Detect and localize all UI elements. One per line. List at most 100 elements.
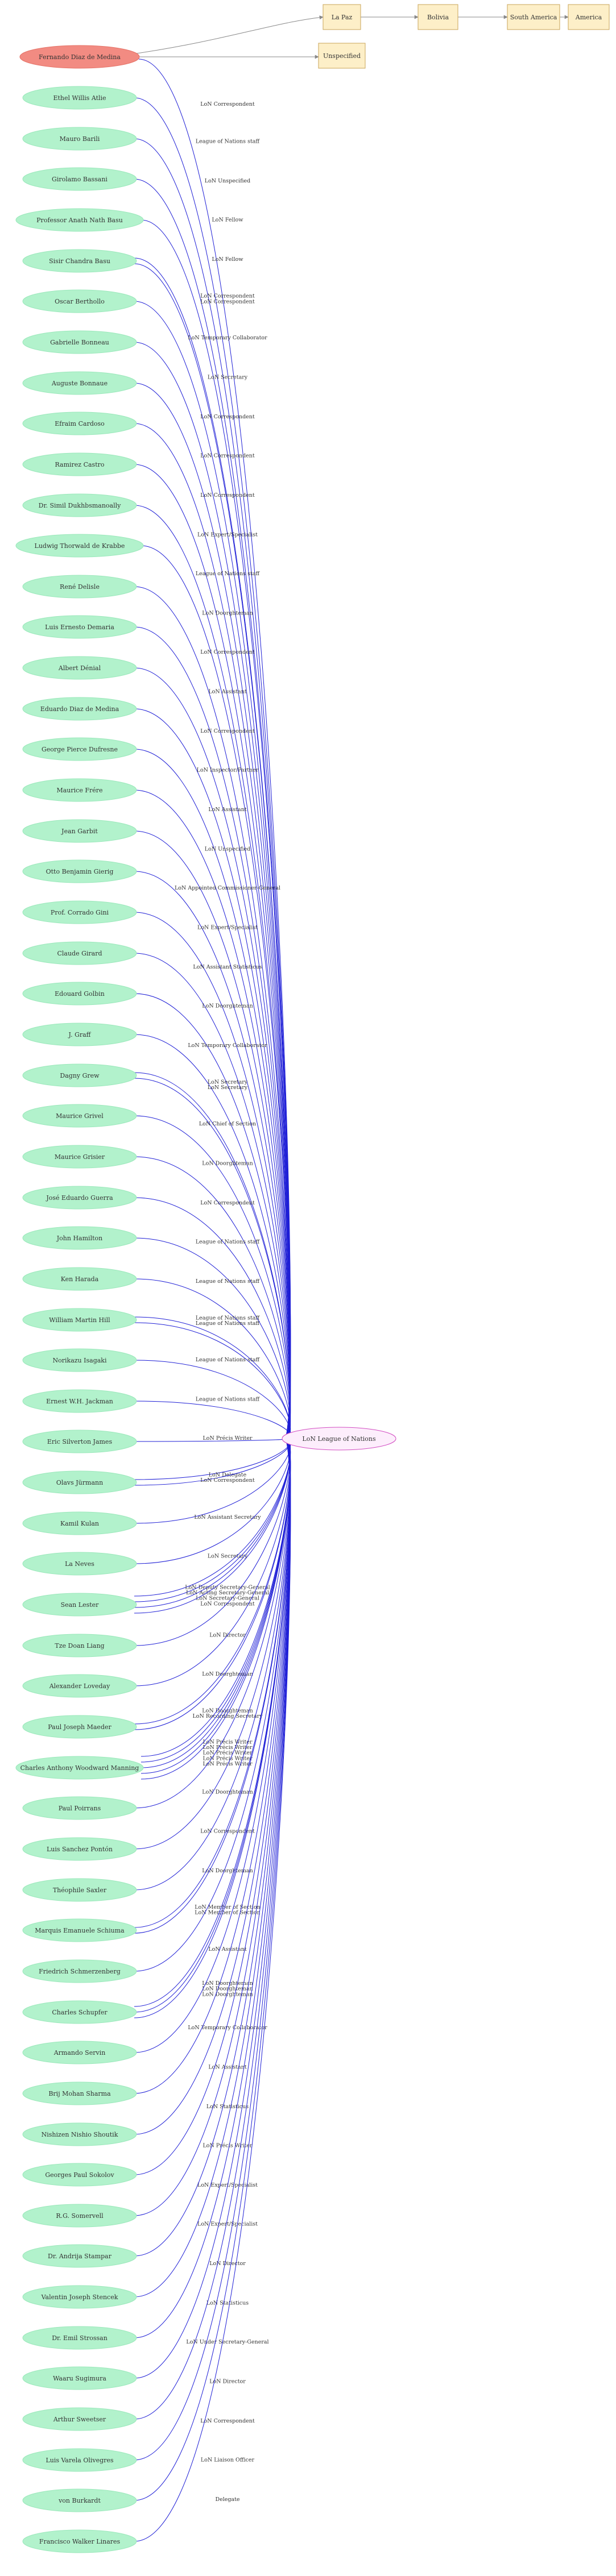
person-node: Friedrich Schmerzenberg	[22, 1959, 137, 1983]
affiliation-role-label: LoN Fellow	[212, 256, 243, 263]
person-label: Olavs Jürmann	[56, 1479, 103, 1486]
affiliation-edge	[134, 1401, 291, 1441]
person-node: Nishizen Nishio Shoutik	[22, 2122, 137, 2146]
affiliation-role-label: LoN Doorghteman	[202, 1160, 253, 1166]
affiliation-role-label: LoN Précis Writer	[202, 2143, 253, 2149]
affiliation-role-label: LoN Temporary Collaborator	[188, 1042, 267, 1049]
person-node: J. Graff	[22, 1023, 137, 1046]
person-label: Maurice Grivel	[56, 1112, 104, 1120]
affiliation-edge	[134, 586, 291, 1441]
affiliation-role-label: LoN Member of Section	[195, 1904, 260, 1910]
affiliation-role-label: LoN Doorghteman	[202, 1991, 253, 1997]
person-label: Gabrielle Bonneau	[50, 339, 109, 346]
affiliation-role-label: LoN Acting Secretary-General	[186, 1590, 269, 1596]
person-node: José Eduardo Guerra	[22, 1186, 137, 1210]
person-node: Oscar Berthollo	[22, 289, 137, 313]
person-node: Maurice Grisier	[22, 1145, 137, 1169]
person-label: Efraim Cardoso	[55, 420, 105, 427]
affiliation-role-label: LoN Chief of Section	[199, 1121, 256, 1127]
affiliation-role-label: LoN Secretary	[208, 375, 248, 381]
person-label: Sean Lester	[61, 1601, 100, 1609]
person-node: Théophile Saxler	[22, 1878, 137, 1902]
person-node: Gabrielle Bonneau	[22, 330, 137, 354]
person-node: von Burkardt	[22, 2488, 137, 2512]
affiliation-role-label: LoN Unspecified	[205, 846, 250, 852]
person-node: Edouard Golbin	[22, 982, 137, 1006]
person-node: Ethel Willis Atlie	[22, 86, 137, 110]
affiliation-role-label: LoN Doorghteman	[202, 1671, 253, 1677]
affiliation-role-label: LoN Director	[209, 2261, 246, 2267]
person-node: Luis Sanchez Pontón	[22, 1837, 137, 1861]
person-label: Paul Poirrans	[59, 1805, 101, 1812]
person-node: Dr. Simil Dukhbsmanoally	[22, 493, 137, 517]
affiliation-role-label: LoN Correspondent	[200, 649, 255, 655]
person-label: Dagny Grew	[60, 1072, 100, 1079]
person-node: Girolamo Bassani	[22, 167, 137, 191]
unspecified-label: Unspecified	[323, 52, 361, 60]
affiliation-edge	[134, 1034, 291, 1441]
affiliation-role-label: LoN Unspecified	[205, 178, 250, 184]
affiliation-role-label: LoN Correspondent	[200, 2418, 255, 2424]
person-label: Charles Schupfer	[52, 2009, 108, 2016]
person-label: Otto Benjamin Gierig	[46, 868, 114, 875]
affiliation-role-label: LoN Précis Writer	[202, 1755, 253, 1761]
affiliation-role-label: LoN Doorghteman	[202, 1707, 253, 1714]
affiliation-role-label: LoN Doorghteman	[202, 1868, 253, 1874]
affiliation-role-label: LoN Correspondent	[200, 453, 255, 459]
person-label: Sisir Chandra Basu	[49, 257, 110, 265]
person-node: Maurice Frére	[22, 778, 137, 802]
affiliation-edge	[134, 1436, 291, 1608]
person-label: Valentin Joseph Stencek	[41, 2294, 118, 2301]
affiliation-edge	[134, 301, 291, 1441]
affiliation-role-label: LoN Précis Writer	[202, 1761, 253, 1767]
affiliation-role-label: LoN Assistant	[208, 807, 246, 813]
person-node: Valentin Joseph Stencek	[22, 2285, 137, 2309]
person-node: Ken Harada	[22, 1267, 137, 1291]
person-node: Sisir Chandra Basu	[22, 249, 137, 273]
person-node: Brij Mohan Sharma	[22, 2081, 137, 2105]
person-label: Prof. Corrado Gini	[51, 909, 109, 916]
person-node: Norikazu Isagaki	[22, 1348, 137, 1372]
affiliation-role-label: LoN Expert/Specialist	[197, 924, 258, 930]
person-label: J. Graff	[68, 1031, 92, 1038]
affiliation-role-label: LoN Expert/Specialist	[197, 2221, 258, 2228]
affiliation-role-label: LoN Précis Writer	[202, 1744, 253, 1751]
affiliation-role-label: League of Nations staff	[196, 1239, 261, 1245]
person-label: Ludwig Thorwald de Krabbe	[35, 542, 125, 550]
person-label: Eric Silverton James	[47, 1438, 113, 1445]
affiliation-role-label: LoN Deputy Secretary-General	[185, 1584, 270, 1590]
affiliation-role-label: LoN Temporary Collaborator	[188, 2025, 267, 2031]
place-node: America	[568, 4, 610, 30]
person-label: George Pierce Dufresne	[42, 746, 118, 753]
affiliation-edge	[134, 749, 291, 1441]
affiliation-role-label: LoN Correspondent	[200, 1601, 255, 1607]
person-label: R.G. Somervell	[56, 2212, 104, 2220]
person-label: Charles Anthony Woodward Manning	[20, 1764, 139, 1772]
affiliation-role-label: League of Nations staff	[196, 1357, 261, 1363]
person-node: Tze Doan Liang	[22, 1634, 137, 1657]
person-node: R.G. Somervell	[22, 2204, 137, 2228]
person-node: George Pierce Dufresne	[22, 737, 137, 761]
person-label: Maurice Grisier	[55, 1153, 105, 1161]
affiliation-role-label: LoN Précis Writer	[202, 1739, 253, 1745]
person-node: La Neves	[22, 1552, 137, 1576]
person-label: Luis Sanchez Pontón	[47, 1846, 113, 1853]
affiliation-role-label: LoN Assistant	[208, 688, 246, 695]
person-node: Eduardo Diaz de Medina	[22, 697, 137, 721]
affiliation-edge	[134, 993, 291, 1441]
person-node: Maurice Grivel	[22, 1104, 137, 1128]
person-label: Ernest W.H. Jackman	[46, 1398, 113, 1405]
affiliation-edge	[134, 1436, 291, 2338]
person-node: Waaru Sugimura	[22, 2366, 137, 2390]
affiliation-role-label: League of Nations staff	[196, 1315, 261, 1321]
affiliation-role-label: LoN Fellow	[212, 217, 243, 223]
affiliation-role-label: LoN Correspondent	[200, 728, 255, 734]
affiliation-role-label: LoN Recording Secretary	[192, 1713, 263, 1719]
affiliation-edge	[134, 1322, 291, 1441]
person-label: Arthur Sweetser	[53, 2416, 106, 2423]
person-node: Ernest W.H. Jackman	[22, 1389, 137, 1413]
person-node: William Martin Hill	[22, 1308, 137, 1332]
affiliation-role-label: Delegate	[215, 2496, 239, 2503]
person-node: Charles Anthony Woodward Manning	[15, 1756, 144, 1780]
